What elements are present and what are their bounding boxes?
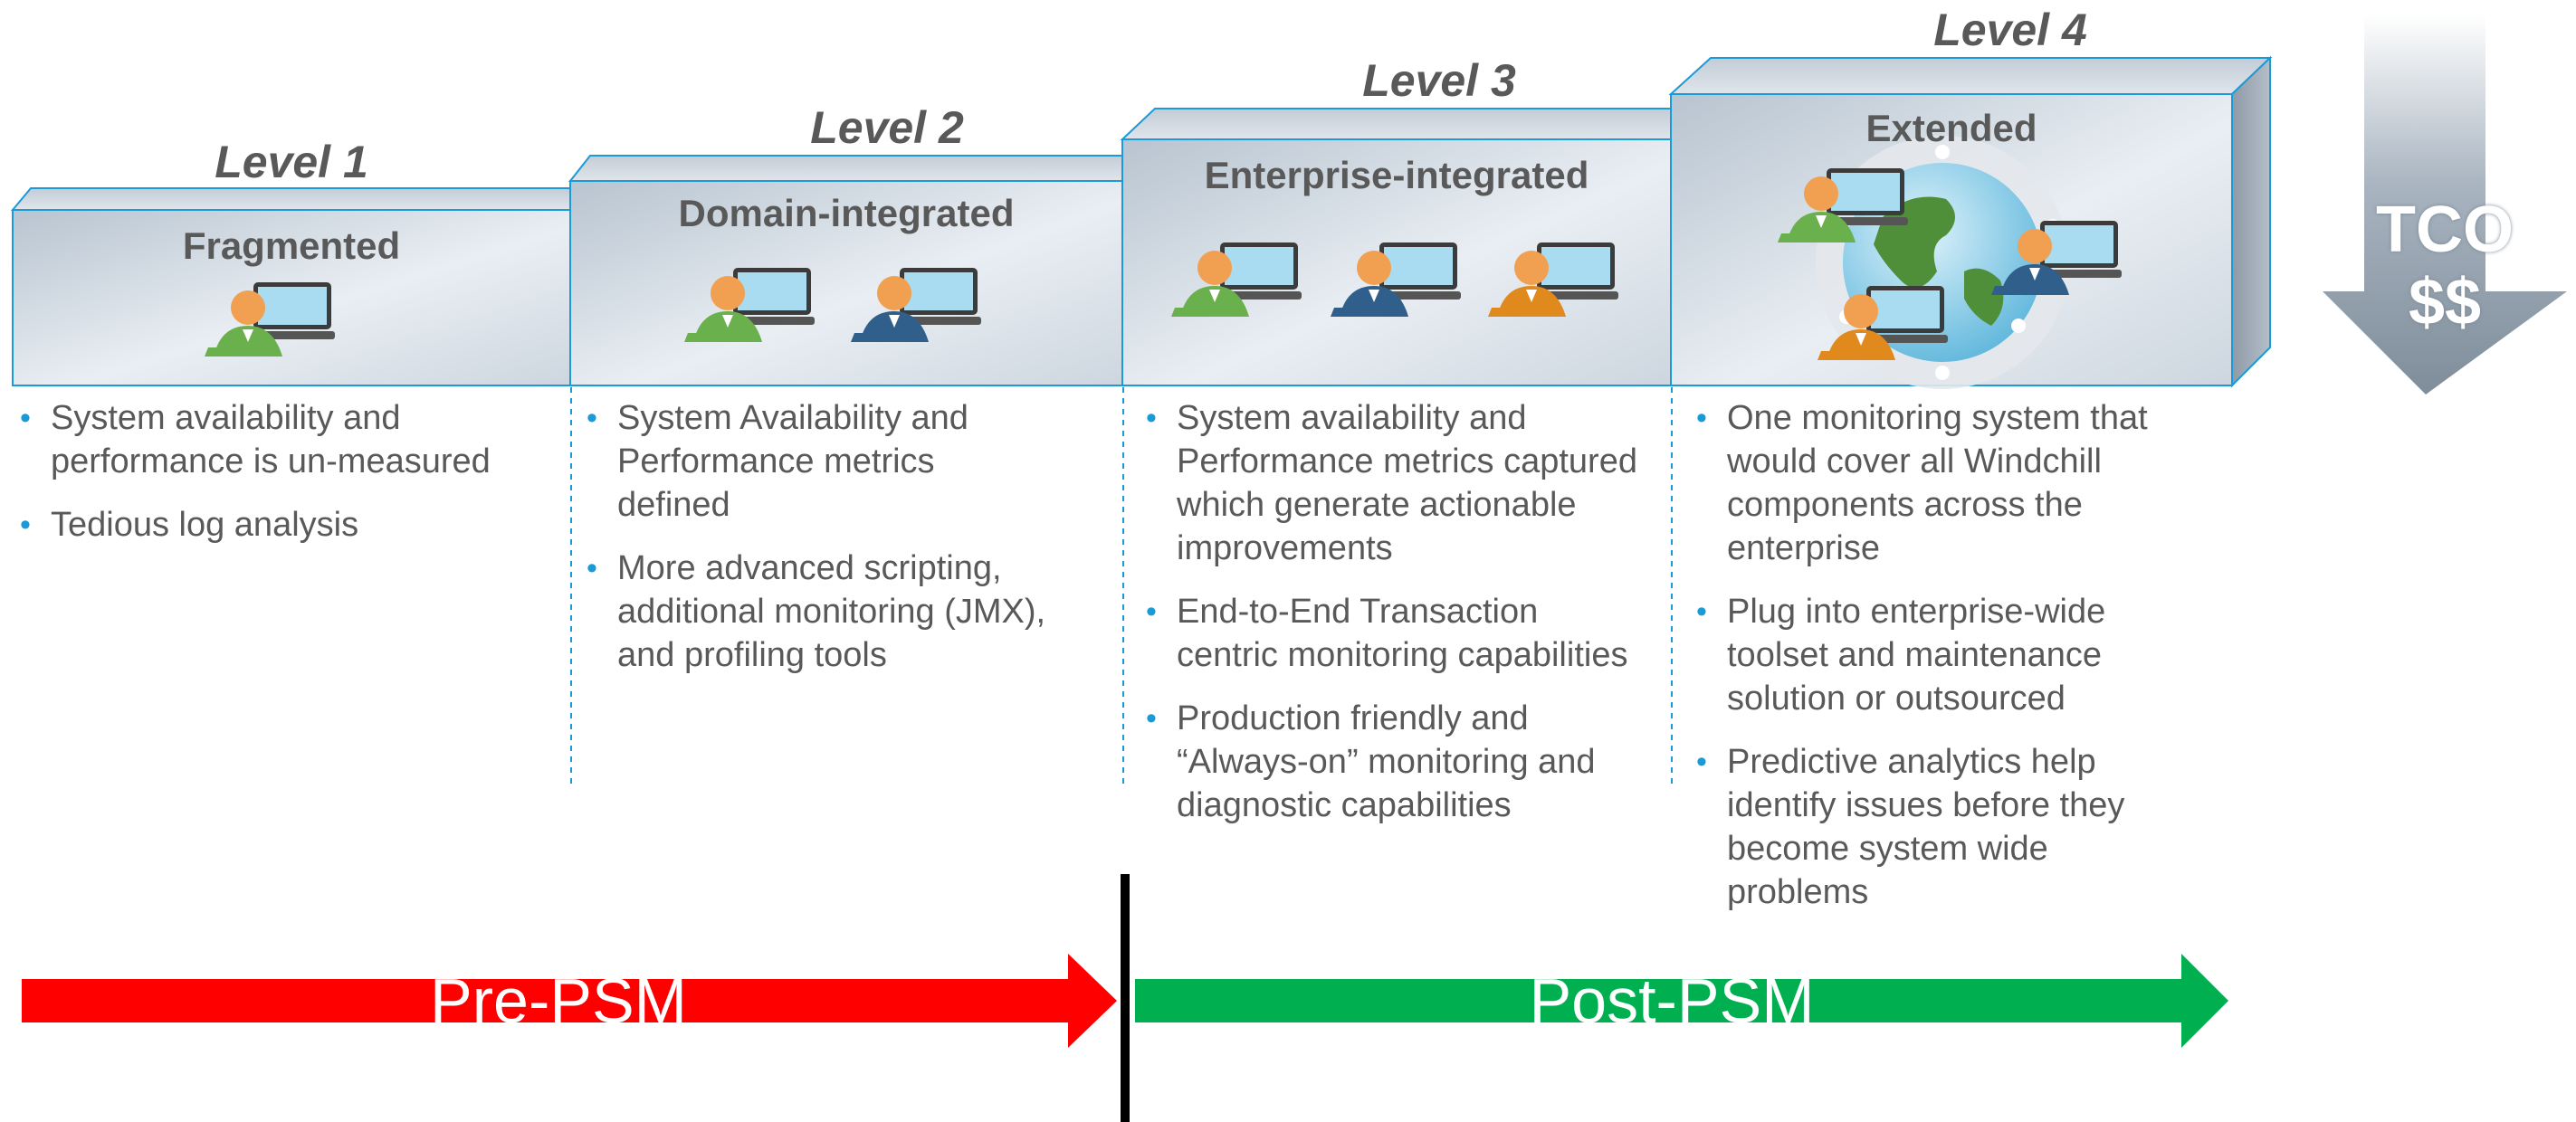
- post-psm-arrow: [1135, 954, 2228, 1048]
- level-4-bullets: One monitoring system that would cover a…: [1689, 396, 2250, 934]
- tco-line-1: TCO: [2376, 194, 2514, 266]
- level-2-bullets: System Availability and Performance metr…: [579, 396, 1122, 697]
- user-computer-icon: [1778, 168, 1908, 242]
- level-1-title: Fragmented: [182, 224, 401, 267]
- level-1-bullet: Tedious log analysis: [13, 503, 556, 547]
- user-icons: [205, 168, 2122, 360]
- user-computer-icon: [1171, 242, 1302, 317]
- user-computer-icon: [851, 268, 981, 342]
- level-2-title: Domain-integrated: [678, 192, 1015, 234]
- level-4-bullet: Predictive analytics help identify issue…: [1689, 740, 2250, 914]
- level-3-bullet: Production friendly and “Always-on” moni…: [1139, 697, 1682, 827]
- level-3-title: Enterprise-integrated: [1204, 154, 1589, 196]
- level-2-label: Level 2: [810, 102, 964, 153]
- level-4-bullet: Plug into enterprise-wide toolset and ma…: [1689, 590, 2250, 720]
- user-computer-icon: [1331, 242, 1461, 317]
- user-computer-icon: [1488, 242, 1618, 317]
- user-computer-icon: [684, 268, 815, 342]
- tco-line-2: $$: [2408, 266, 2482, 338]
- level-4-label: Level 4: [1933, 5, 2087, 55]
- pre-psm-arrow: [22, 954, 1117, 1048]
- user-computer-icon: [205, 282, 335, 357]
- user-computer-icon: [1818, 286, 1948, 360]
- level-1-label: Level 1: [215, 137, 368, 187]
- level-3-label: Level 3: [1362, 55, 1516, 106]
- level-3-bullets: System availability and Performance metr…: [1139, 396, 1682, 847]
- level-3-bullet: System availability and Performance metr…: [1139, 396, 1682, 570]
- level-1-bullet: System availability and performance is u…: [13, 396, 556, 483]
- level-4-title: Extended: [1865, 107, 2037, 149]
- post-psm-label: Post-PSM: [1529, 965, 1815, 1036]
- tco-arrow: [2323, 14, 2567, 395]
- pre-psm-label: Pre-PSM: [430, 965, 687, 1036]
- level-2-box: [568, 155, 1123, 386]
- level-1-bullets: System availability and performance is u…: [13, 396, 556, 566]
- level-2-bullet: More advanced scripting, additional moni…: [579, 547, 1122, 677]
- level-3-bullet: End-to-End Transaction centric monitorin…: [1139, 590, 1682, 677]
- tco-label: TCO $$: [2323, 194, 2567, 338]
- user-computer-icon: [1991, 221, 2122, 295]
- level-4-bullet: One monitoring system that would cover a…: [1689, 396, 2250, 570]
- level-2-bullet: System Availability and Performance metr…: [579, 396, 1122, 527]
